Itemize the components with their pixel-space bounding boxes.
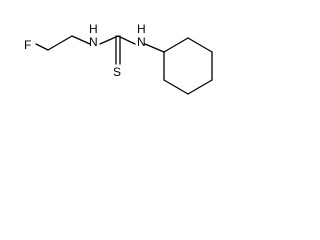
structure-canvas: F H N H N S <box>0 0 232 105</box>
bond-c2-n1 <box>71 35 91 45</box>
atom-label-hydrogen-right: H <box>137 22 146 36</box>
atom-label-sulfur: S <box>113 65 121 79</box>
ring-bond-5 <box>163 79 189 95</box>
bond-n1-c3 <box>99 35 119 45</box>
bond-n2-ring <box>144 43 165 53</box>
bond-c1-c2 <box>47 35 73 51</box>
molecule-structure: F H N H N S <box>24 22 213 95</box>
bond-c3-n2 <box>117 35 136 45</box>
atom-label-nitrogen-right: N <box>137 35 146 49</box>
atom-label-hydrogen-left: H <box>89 22 98 36</box>
ring-bond-2 <box>187 37 213 53</box>
atom-label-nitrogen-left: N <box>89 35 98 49</box>
ring-bond-4 <box>187 79 213 95</box>
atom-label-fluorine: F <box>24 38 31 52</box>
ring-bond-1 <box>163 37 189 53</box>
bond-f-c1 <box>35 43 49 51</box>
